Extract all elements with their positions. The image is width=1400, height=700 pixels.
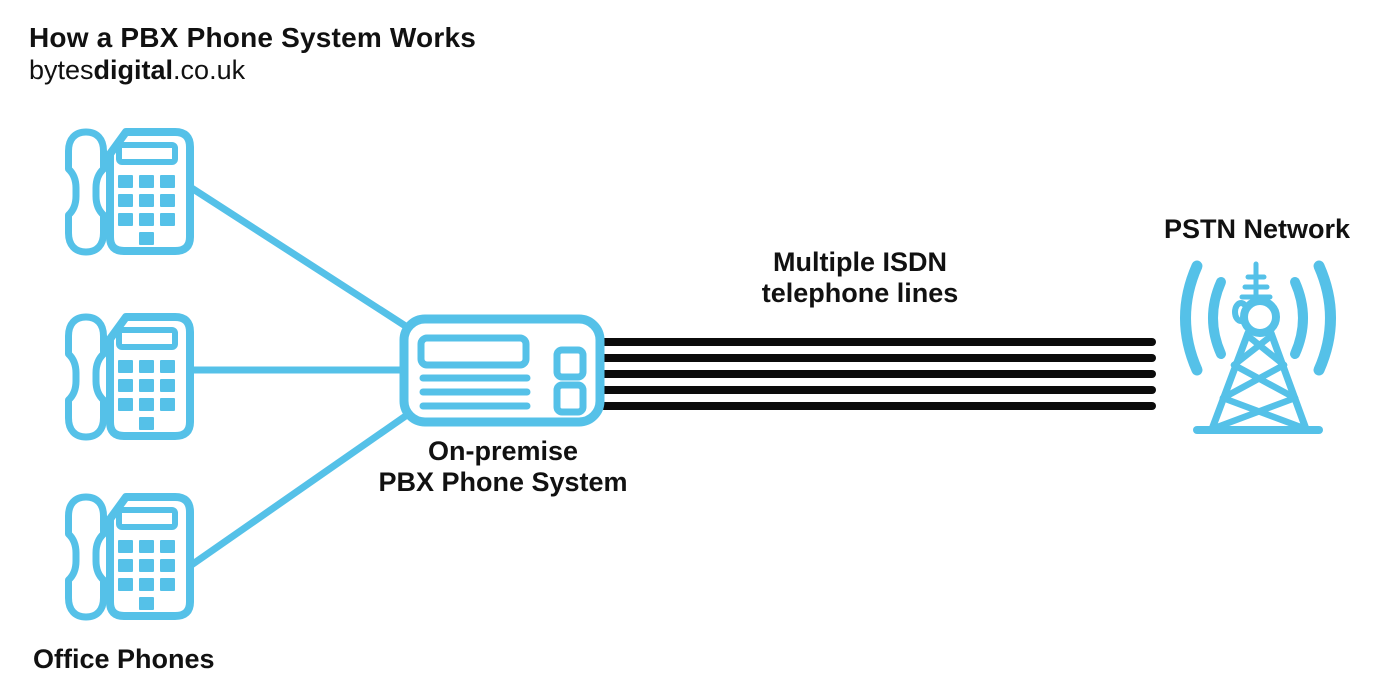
isdn-lines-icon [600,338,1156,410]
pbx-system-icon [399,314,605,427]
pstn-network-label: PSTN Network [1163,214,1351,244]
isdn-label-line1: Multiple ISDN [773,247,947,277]
pbx-system-label: On-premise PBX Phone System [343,436,663,498]
website-credit: bytesdigital.co.uk [29,55,245,86]
pbx-label-line2: PBX Phone System [378,467,628,497]
radio-tower-icon [1180,260,1336,434]
isdn-lines-label: Multiple ISDN telephone lines [700,247,1020,309]
pbx-label-line1: On-premise [427,436,579,466]
page-title: How a PBX Phone System Works [29,22,476,53]
website-prefix: bytes [29,55,94,85]
isdn-label-line2: telephone lines [761,278,959,308]
phone-connector-lines [186,183,411,570]
office-phone-icon [69,132,191,252]
website-emphasis: digital [93,55,174,85]
office-phones-group [69,132,191,617]
office-phone-icon [69,497,191,617]
website-suffix: .co.uk [173,55,246,85]
office-phones-label: Office Phones [33,644,215,674]
office-phone-icon [69,317,191,437]
